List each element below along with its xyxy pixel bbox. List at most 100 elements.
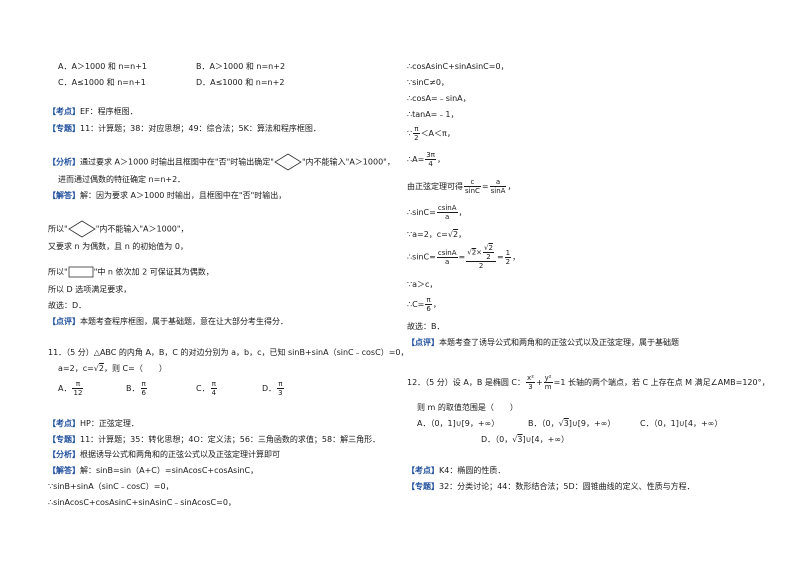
q11-then-c: ，则 C=（ ） [104, 364, 167, 373]
q11-sqrt-2: 2 [98, 364, 104, 373]
option-c: C．A≤1000 和 n=n+1 [58, 78, 146, 87]
zhuanti-tag: 【专题】 [48, 124, 80, 133]
r-line-3: ∴cosA=﹣sinA， [407, 94, 471, 103]
r-line-2: ∵sinC≠0， [407, 78, 449, 87]
q11-opt-b-label: B． [126, 384, 140, 393]
process-rect-icon [68, 266, 94, 278]
q12-option-c: C．（0，1]∪[4，+∞） [640, 419, 723, 428]
f11-text: 根据诱导公式和两角和的正弦公式以及正弦定理计算即可 [80, 450, 280, 459]
suoyi-2a: 所以" [48, 267, 68, 277]
k12-tag: 【考点】 [407, 466, 439, 475]
z11-tag: 【专题】 [48, 435, 80, 444]
z12-text: 32：分类讨论；44：数形结合法；5D：圆锥曲线的定义、性质与方程． [439, 482, 695, 491]
suoyi-1a: 所以" [48, 224, 68, 234]
s11-line-2: ∴sinAcosC+cosAsinC+sinAsinC﹣sinAcosC=0， [48, 498, 236, 507]
z12-tag: 【专题】 [407, 482, 439, 491]
fenxi-text-2: "内不能输入"A＞1000"， [301, 157, 395, 167]
suoyi-line-1: 所以" "内不能输入"A＞1000"， [48, 220, 189, 238]
decision-diamond-icon [67, 220, 96, 238]
dianping-text: 本题考查程序框图，属于基础题，意在让大部分考生得分． [80, 317, 288, 326]
q12-stem-line2: 则 m 的取值范围是（ ） [417, 403, 518, 412]
f11-tag: 【分析】 [48, 450, 80, 459]
q12-option-a: A．（0，1]∪[9，+∞） [417, 419, 500, 428]
jieda-text: 解：因为要求 A＞1000 时输出，且框图中在"否"时输出， [80, 191, 287, 200]
dp11-line: 【点评】本题考查了诱导公式和两角和的正弦公式以及正弦定理，属于基础题 [407, 337, 679, 348]
suoyi-line-2: 所以" "中 n 依次加 2 可保证其为偶数， [48, 266, 214, 278]
k12-text: K4：椭圆的性质． [439, 466, 506, 475]
option-b: B．A＞1000 和 n=n+2 [196, 62, 286, 71]
k11-text: HP：正弦定理． [80, 419, 139, 428]
q11-a-c: a=2，c= [58, 364, 94, 373]
j11-text: 解：sinB=sin（A+C）=sinAcosC+cosAsinC， [80, 466, 259, 475]
sqrt-sign: √ [93, 364, 99, 373]
suoyi-1b: "内不能输入"A＞1000"， [95, 224, 189, 234]
guxuan-d: 故选：D． [48, 301, 87, 310]
suoyi-2b: "中 n 依次加 2 可保证其为偶数， [93, 267, 214, 277]
youyao-line: 又要求 n 为偶数，且 n 的初始值为 0， [48, 242, 188, 251]
r-line-1: ∴cosAsinC+sinAsinC=0， [407, 62, 509, 71]
kaodian-text: EF：程序框图． [80, 107, 138, 116]
kaodian-tag: 【考点】 [48, 107, 80, 116]
k12-line: 【考点】K4：椭圆的性质． [407, 465, 505, 476]
dp11-text: 本题考查了诱导公式和两角和的正弦公式以及正弦定理，属于基础题 [439, 338, 679, 347]
guxuan-b: 故选：B． [407, 322, 445, 331]
decision-diamond-icon [274, 153, 302, 171]
z12-line: 【专题】32：分类讨论；44：数形结合法；5D：圆锥曲线的定义、性质与方程． [407, 481, 695, 492]
fenxi-text-1: 通过要求 A＞1000 时输出且框图中在"否"时输出确定" [80, 157, 274, 167]
option-d: D．A≤1000 和 n=n+2 [196, 78, 285, 87]
zhuanti-text: 11：计算题；38：对应思想；49：综合法；5K：算法和程序框图． [80, 124, 321, 133]
q12-option-d: D．（0，√3]∪[4，+∞） [481, 435, 570, 444]
q12-option-b: B．（0，√3]∪[9，+∞） [528, 419, 616, 428]
jieda-tag: 【解答】 [48, 191, 80, 200]
j11-tag: 【解答】 [48, 466, 80, 475]
q11-stem-line1: 11．（5 分）△ABC 的内角 A，B，C 的对边分别为 a，b，c，已知 s… [48, 348, 409, 357]
q11-opt-d-label: D． [262, 384, 277, 393]
dp11-tag: 【点评】 [407, 338, 439, 347]
z11-line: 【专题】11：计算题；35：转化思想；4O：定义法；56：三角函数的求值；58：… [48, 434, 380, 445]
j11-line: 【解答】解：sinB=sin（A+C）=sinAcosC+cosAsinC， [48, 465, 258, 476]
q11-opt-c-label: C． [196, 384, 210, 393]
jieda-line: 【解答】解：因为要求 A＞1000 时输出，且框图中在"否"时输出， [48, 190, 286, 201]
r-line-4: ∴tanA=﹣1， [407, 110, 459, 119]
kaodian-line: 【考点】EF：程序框图． [48, 106, 138, 117]
zhuanti-line: 【专题】11：计算题；38：对应思想；49：综合法；5K：算法和程序框图． [48, 123, 321, 134]
z11-text: 11：计算题；35：转化思想；4O：定义法；56：三角函数的求值；58：解三角形… [80, 435, 381, 444]
fenxi-line-2: 进而通过偶数的特征确定 n=n+2． [58, 175, 186, 184]
q11-opt-a-label: A． [58, 384, 72, 393]
r-line-9: ∵a=2，c=√2， [407, 230, 467, 239]
dianping-tag: 【点评】 [48, 317, 80, 326]
option-a: A．A＞1000 和 n=n+1 [58, 62, 148, 71]
dianping-line: 【点评】本题考查程序框图，属于基础题，意在让大部分考生得分． [48, 316, 288, 327]
k11-tag: 【考点】 [48, 419, 80, 428]
fenxi-tag: 【分析】 [48, 157, 80, 167]
suoyi-line-3: 所以 D 选项满足要求， [48, 285, 132, 294]
k11-line: 【考点】HP：正弦定理． [48, 418, 139, 429]
s11-line-1: ∵sinB+sinA（sinC﹣cosC）=0， [48, 482, 174, 491]
